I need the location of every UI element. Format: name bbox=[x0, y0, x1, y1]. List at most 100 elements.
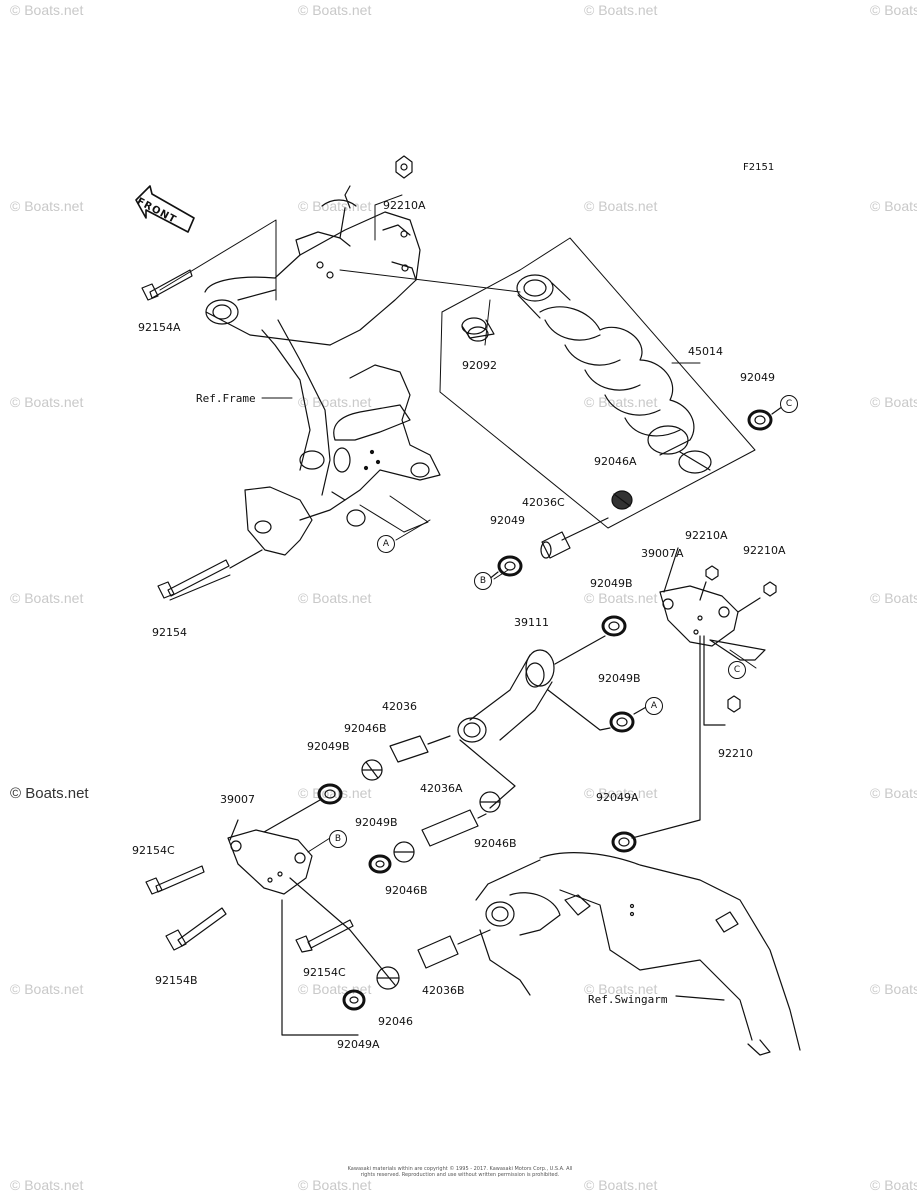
bushing-92092-drawing bbox=[461, 317, 495, 342]
watermark: © Boats.net bbox=[298, 394, 372, 410]
callout-a: A bbox=[645, 697, 663, 715]
callout-a: A bbox=[377, 535, 395, 553]
watermark: © Boats.net bbox=[584, 394, 658, 410]
seal-92049-top-drawing bbox=[747, 403, 787, 431]
part-label-92046b[interactable]: 92046B bbox=[385, 884, 428, 897]
nut-92210a-top-drawing bbox=[395, 155, 413, 179]
part-label-92210a[interactable]: 92210A bbox=[743, 544, 786, 557]
frame-assembly-drawing bbox=[204, 185, 441, 556]
part-label-92046b[interactable]: 92046B bbox=[474, 837, 517, 850]
watermark: © Boats.net bbox=[10, 198, 84, 214]
callout-c: C bbox=[728, 661, 746, 679]
ref-swingarm-label: Ref.Swingarm bbox=[588, 993, 668, 1006]
callout-b: B bbox=[474, 572, 492, 590]
callout-b: B bbox=[329, 830, 347, 848]
seal-92049-mid-drawing bbox=[487, 555, 523, 581]
watermark: © Boats.net bbox=[870, 1177, 917, 1193]
part-label-92210[interactable]: 92210 bbox=[718, 747, 753, 760]
bolt-92154-drawing bbox=[157, 549, 263, 599]
rocker-arm-39007a-drawing bbox=[631, 547, 777, 839]
watermark: © Boats.net bbox=[870, 2, 917, 18]
part-label-92154c[interactable]: 92154C bbox=[303, 966, 346, 979]
watermark: © Boats.net bbox=[584, 981, 658, 997]
bearing-92046a-drawing bbox=[611, 490, 633, 510]
watermark: © Boats.net bbox=[298, 1177, 372, 1193]
rocker-arm-39007-drawing bbox=[227, 799, 396, 1036]
bearing-92046b-c-drawing bbox=[393, 841, 415, 863]
seal-92049a-right-drawing bbox=[611, 831, 637, 853]
part-label-92046[interactable]: 92046 bbox=[378, 1015, 413, 1028]
callout-c: C bbox=[780, 395, 798, 413]
seal-92049b-c-drawing bbox=[317, 783, 343, 805]
watermark: © Boats.net bbox=[584, 785, 658, 801]
bolt-92154c-b-drawing bbox=[295, 919, 354, 953]
watermark: © Boats.net bbox=[10, 2, 84, 18]
part-label-92046a[interactable]: 92046A bbox=[594, 455, 637, 468]
collar-42036a-drawing bbox=[421, 809, 487, 847]
part-label-92210a[interactable]: 92210A bbox=[685, 529, 728, 542]
bolt-92154b-drawing bbox=[165, 907, 227, 951]
watermark: © Boats.net bbox=[298, 198, 372, 214]
part-label-45014[interactable]: 45014 bbox=[688, 345, 723, 358]
part-label-42036b[interactable]: 42036B bbox=[422, 984, 465, 997]
part-label-92154[interactable]: 92154 bbox=[152, 626, 187, 639]
part-label-92049b[interactable]: 92049B bbox=[590, 577, 633, 590]
watermark: © Boats.net bbox=[870, 785, 917, 801]
watermark: © Boats.net bbox=[870, 198, 917, 214]
collar-42036c-drawing bbox=[540, 517, 609, 559]
part-label-92154c[interactable]: 92154C bbox=[132, 844, 175, 857]
watermark: © Boats.net bbox=[10, 785, 89, 802]
collar-42036b-drawing bbox=[417, 929, 491, 969]
seal-92049b-b-drawing bbox=[609, 705, 649, 733]
leader-lines bbox=[159, 194, 756, 601]
part-label-42036c[interactable]: 42036C bbox=[522, 496, 565, 509]
part-label-92049[interactable]: 92049 bbox=[490, 514, 525, 527]
watermark: © Boats.net bbox=[10, 981, 84, 997]
shock-absorber-drawing bbox=[516, 274, 712, 474]
part-label-92049b[interactable]: 92049B bbox=[307, 740, 350, 753]
part-label-92210a[interactable]: 92210A bbox=[383, 199, 426, 212]
bearing-92046b-b-drawing bbox=[479, 791, 501, 813]
watermark: © Boats.net bbox=[584, 590, 658, 606]
bolt-92154a-drawing bbox=[141, 269, 193, 301]
part-label-92046b[interactable]: 92046B bbox=[344, 722, 387, 735]
watermark: © Boats.net bbox=[298, 590, 372, 606]
part-label-39007a[interactable]: 39007A bbox=[641, 547, 684, 560]
part-label-92049b[interactable]: 92049B bbox=[355, 816, 398, 829]
bolt-92154c-a-drawing bbox=[145, 865, 205, 895]
watermark: © Boats.net bbox=[10, 394, 84, 410]
tie-rod-39111-drawing bbox=[457, 635, 611, 809]
part-label-42036[interactable]: 42036 bbox=[382, 700, 417, 713]
part-label-92092[interactable]: 92092 bbox=[462, 359, 497, 372]
seal-92049b-d-drawing bbox=[368, 854, 392, 874]
seal-92049b-a-drawing bbox=[601, 615, 627, 637]
part-label-92049[interactable]: 92049 bbox=[740, 371, 775, 384]
part-label-92049b[interactable]: 92049B bbox=[598, 672, 641, 685]
part-label-92049a[interactable]: 92049A bbox=[337, 1038, 380, 1051]
watermark: © Boats.net bbox=[10, 590, 84, 606]
part-label-92154a[interactable]: 92154A bbox=[138, 321, 181, 334]
part-label-92049a[interactable]: 92049A bbox=[596, 791, 639, 804]
watermark: © Boats.net bbox=[870, 981, 917, 997]
front-arrow-icon bbox=[135, 185, 195, 233]
part-label-39007[interactable]: 39007 bbox=[220, 793, 255, 806]
watermark: © Boats.net bbox=[298, 981, 372, 997]
part-label-39111[interactable]: 39111 bbox=[514, 616, 549, 629]
swingarm-drawing bbox=[475, 852, 801, 1056]
bearing-92046-drawing bbox=[376, 966, 400, 990]
part-label-42036a[interactable]: 42036A bbox=[420, 782, 463, 795]
collar-42036-drawing bbox=[389, 735, 451, 763]
callout-leaders bbox=[307, 519, 757, 853]
diagram-code: F2151 bbox=[743, 162, 775, 173]
seal-92049a-bottom-drawing bbox=[342, 989, 366, 1011]
watermark: © Boats.net bbox=[584, 1177, 658, 1193]
watermark: © Boats.net bbox=[584, 2, 658, 18]
ref-frame-label: Ref.Frame bbox=[196, 392, 256, 405]
copyright-notice: Kawasaki materials within are copyright … bbox=[347, 1166, 573, 1178]
bearing-92046b-a-drawing bbox=[361, 759, 383, 781]
watermark: © Boats.net bbox=[870, 394, 917, 410]
part-label-92154b[interactable]: 92154B bbox=[155, 974, 198, 987]
watermark: © Boats.net bbox=[584, 198, 658, 214]
